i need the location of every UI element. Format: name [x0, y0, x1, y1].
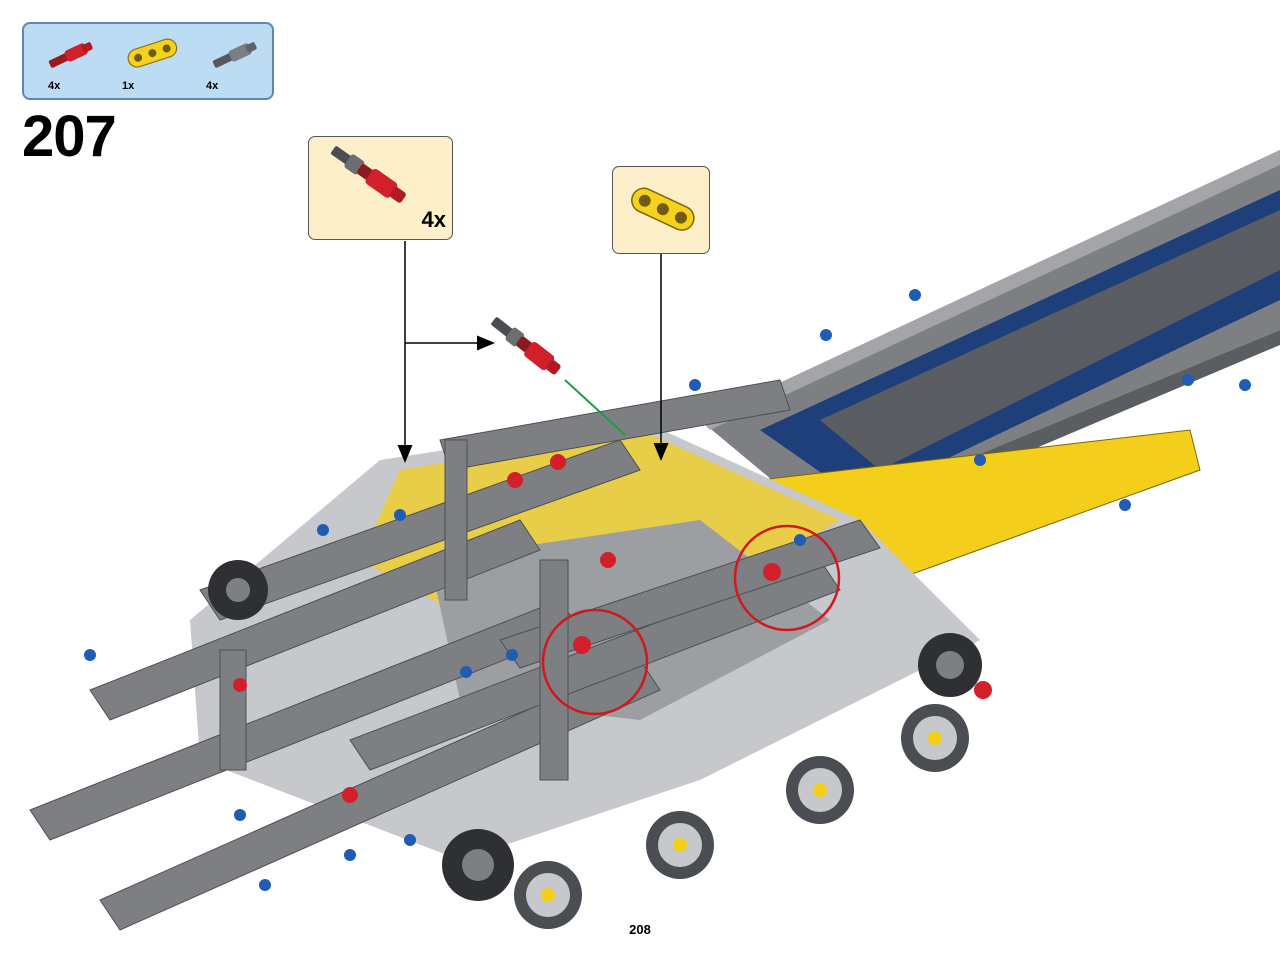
page-number: 208: [629, 922, 651, 937]
callout-qty: 4x: [421, 207, 446, 232]
part-qty: 4x: [206, 80, 219, 92]
axle-pin-assembly-icon: [331, 146, 406, 203]
insertion-guide-line: [564, 379, 626, 436]
callout-arrows: [397, 241, 669, 463]
part-qty: 1x: [122, 80, 135, 92]
yellow-liftarm-part: 1x: [118, 30, 188, 94]
red-axle-pin-part: 4x: [38, 30, 108, 94]
highlight-circles: [541, 524, 841, 716]
yellow-liftarm-icon: [127, 38, 178, 68]
pins-callout: 4x: [308, 136, 453, 240]
boom-section: [700, 150, 1280, 535]
highlight-circle: [733, 524, 841, 632]
grey-axle-pin-part: 4x: [202, 30, 272, 94]
yellow-liftarm-icon: [631, 187, 695, 231]
liftarm-callout: [612, 166, 710, 254]
floating-pin-icon: [491, 317, 561, 375]
outrigger-beams: [29, 439, 661, 931]
red-axle-pin-icon: [48, 42, 93, 68]
step-number: 207: [22, 104, 117, 169]
wheels: [208, 560, 982, 929]
parts-list-box: 4x 1x 4x: [22, 22, 274, 100]
part-qty: 4x: [48, 80, 61, 92]
red-pins: [233, 454, 992, 803]
blue-pins: [84, 289, 1251, 891]
grey-axle-pin-icon: [212, 42, 257, 68]
highlight-circle: [541, 608, 649, 716]
